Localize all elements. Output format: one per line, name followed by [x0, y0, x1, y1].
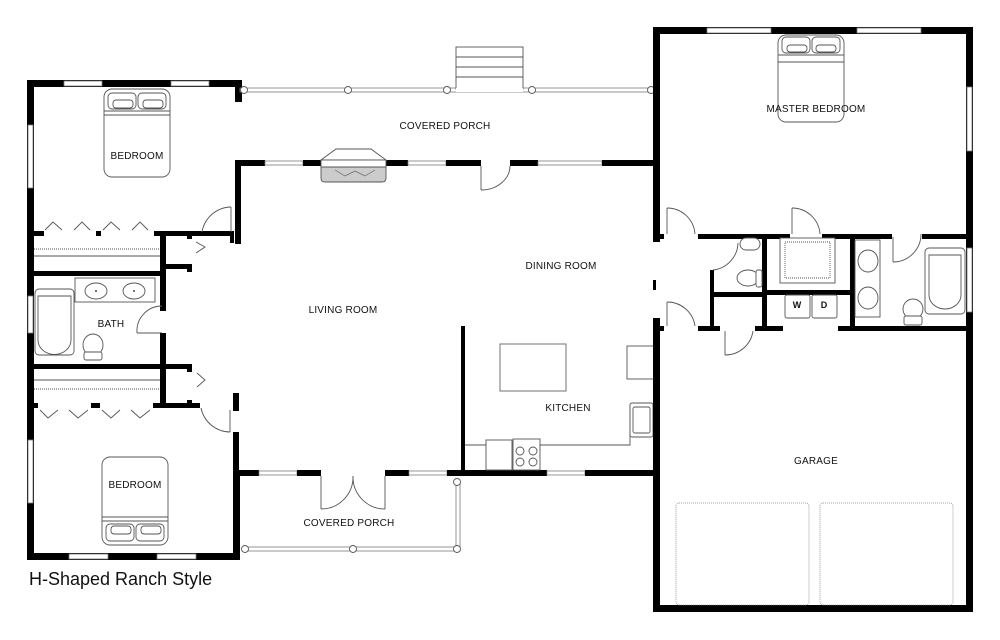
- room-label-covered-porch-north: COVERED PORCH: [400, 121, 491, 132]
- window: [63, 80, 103, 87]
- door-icon: [480, 165, 511, 191]
- window: [706, 27, 772, 34]
- shower: [779, 237, 836, 284]
- dryer: [811, 294, 838, 319]
- double-door-icon: [320, 475, 386, 510]
- room-label-living-room: LIVING ROOM: [309, 305, 378, 316]
- window: [156, 553, 197, 560]
- closet-bifold-doors: [39, 372, 206, 419]
- window: [27, 439, 34, 504]
- kitchen-island: [499, 343, 567, 392]
- window: [27, 295, 34, 334]
- toilet-icon: [82, 333, 104, 361]
- room-label-kitchen: KITCHEN: [545, 403, 590, 414]
- door-icon: [200, 407, 231, 433]
- sink-icon: [84, 282, 146, 300]
- room-label-bath: BATH: [98, 319, 125, 330]
- porch-railing-north: [239, 86, 656, 94]
- toilet-icon: [736, 269, 763, 288]
- bathtub-icon: [34, 288, 75, 356]
- washer-label: W: [793, 300, 802, 310]
- room-label-covered-porch-south: COVERED PORCH: [304, 518, 395, 529]
- window: [966, 86, 973, 152]
- window: [258, 470, 298, 476]
- porch-steps: [455, 46, 524, 90]
- room-label-garage: GARAGE: [794, 456, 838, 467]
- window: [264, 160, 304, 166]
- door-icon: [201, 206, 234, 243]
- washer: [784, 294, 811, 319]
- window: [27, 124, 34, 189]
- toilet-icon: [902, 298, 924, 326]
- garage-door-right: [819, 502, 954, 606]
- window: [537, 160, 603, 166]
- room-label-bedroom-sw: BEDROOM: [108, 480, 161, 491]
- porch-railing-south: [241, 478, 461, 553]
- room-label-dining-room: DINING ROOM: [525, 261, 596, 272]
- refrigerator: [485, 439, 513, 471]
- window: [546, 470, 586, 476]
- window: [407, 160, 447, 166]
- garage-door-left: [675, 502, 810, 606]
- window: [856, 27, 922, 34]
- bathtub-icon: [924, 247, 966, 315]
- window: [68, 553, 109, 560]
- closet-bifold-doors: [44, 221, 206, 254]
- bed-icon: [103, 88, 171, 178]
- bed-icon: [777, 34, 845, 123]
- window: [170, 80, 210, 87]
- stove-icon: [512, 438, 541, 471]
- bed-icon: [101, 456, 169, 546]
- room-label-bedroom-nw: BEDROOM: [110, 151, 163, 162]
- room-label-master-bedroom: MASTER BEDROOM: [767, 104, 866, 115]
- fireplace-icon: [319, 148, 388, 183]
- window: [408, 470, 448, 476]
- sink-icon: [739, 237, 761, 251]
- window: [966, 247, 973, 313]
- diagram-title: H-Shaped Ranch Style: [29, 569, 213, 589]
- dryer-label: D: [821, 300, 828, 310]
